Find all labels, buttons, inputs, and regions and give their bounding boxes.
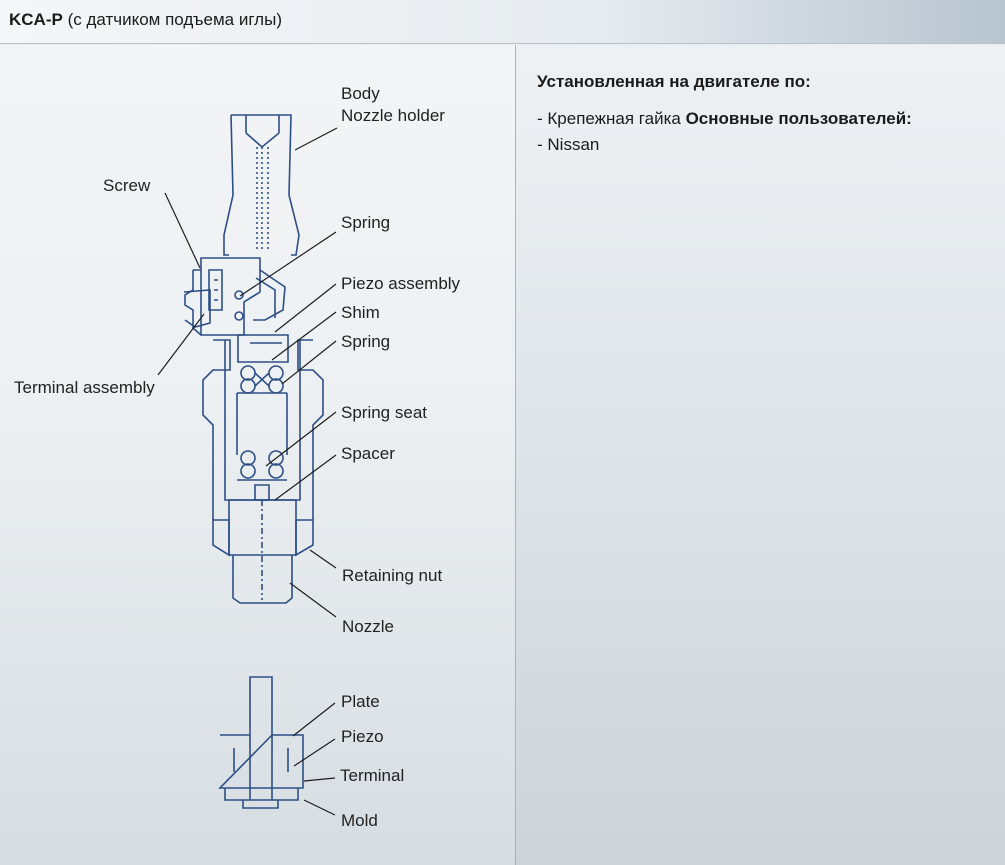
label-body: Body bbox=[341, 84, 380, 103]
leader-shim bbox=[271, 311, 337, 361]
page-title-bold: KCA-P bbox=[9, 10, 63, 29]
label-spring-seat: Spring seat bbox=[341, 403, 427, 422]
info-line-nut: - Крепежная гайка Основные пользователей… bbox=[537, 109, 912, 129]
label-piezo-assembly: Piezo assembly bbox=[341, 274, 461, 293]
label-screw: Screw bbox=[103, 176, 151, 195]
leader-piezo-assembly bbox=[274, 283, 337, 333]
label-nozzle: Nozzle bbox=[342, 617, 394, 636]
page-header: KCA-P (с датчиком подъема иглы) bbox=[0, 0, 1005, 44]
leader-mold bbox=[303, 799, 336, 816]
label-mold: Mold bbox=[341, 811, 378, 830]
leader-terminal-assembly bbox=[157, 313, 205, 376]
diagram-panel bbox=[0, 45, 515, 865]
label-plate: Plate bbox=[341, 692, 380, 711]
label-terminal: Terminal bbox=[340, 766, 404, 785]
leader-terminal bbox=[303, 777, 336, 782]
label-retaining-nut: Retaining nut bbox=[342, 566, 442, 585]
panel-divider bbox=[515, 45, 516, 865]
info-line-nut-prefix: - Крепежная гайка bbox=[537, 109, 686, 128]
label-piezo: Piezo bbox=[341, 727, 384, 746]
info-panel: Установленная на двигателе по: - Крепежн… bbox=[516, 45, 1005, 865]
leader-plate bbox=[292, 702, 336, 737]
leader-spring-seat bbox=[265, 411, 337, 467]
leader-nozzle bbox=[289, 582, 337, 618]
leader-spacer bbox=[274, 454, 337, 501]
leader-retaining-nut bbox=[309, 549, 337, 569]
info-line-nut-bold: Основные пользователей: bbox=[685, 109, 912, 128]
label-spring-top: Spring bbox=[341, 213, 390, 232]
label-nozzle-holder: Nozzle holder bbox=[341, 106, 445, 125]
label-spring-mid: Spring bbox=[341, 332, 390, 351]
leader-lines bbox=[157, 127, 338, 816]
injector-diagram: Body Nozzle holder Screw Spring Piezo as… bbox=[14, 84, 461, 830]
leader-nozzle-holder bbox=[294, 127, 338, 151]
page-title-rest: (с датчиком подъема иглы) bbox=[62, 10, 282, 29]
injector-drawing bbox=[183, 114, 324, 809]
info-line-user: - Nissan bbox=[537, 135, 600, 154]
info-heading: Установленная на двигателе по: bbox=[537, 72, 811, 91]
label-spacer: Spacer bbox=[341, 444, 395, 463]
label-terminal-assembly: Terminal assembly bbox=[14, 378, 155, 397]
page-title: KCA-P (с датчиком подъема иглы) bbox=[9, 10, 282, 30]
leader-spring-top bbox=[239, 231, 337, 297]
leader-piezo bbox=[293, 738, 336, 767]
diagram-labels: Body Nozzle holder Screw Spring Piezo as… bbox=[14, 84, 461, 830]
leader-spring-mid bbox=[281, 340, 337, 385]
label-shim: Shim bbox=[341, 303, 380, 322]
leader-screw bbox=[164, 192, 201, 269]
